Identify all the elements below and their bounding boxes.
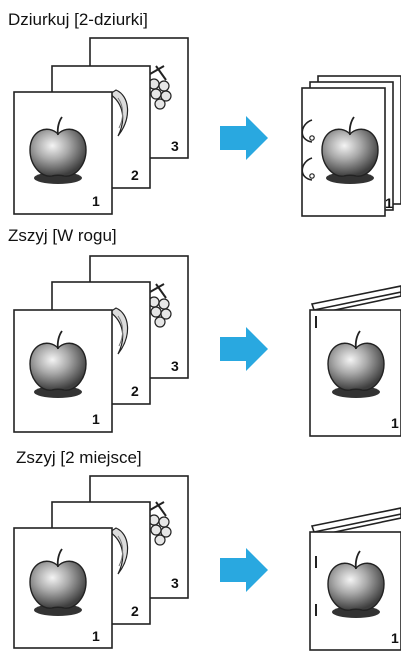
page-number-2: 2 <box>131 383 139 399</box>
page-number-1: 1 <box>92 193 100 209</box>
page-number-3: 3 <box>171 358 179 374</box>
input-stack-1: 3 2 1 <box>13 37 189 215</box>
output-set-3: 1 <box>309 507 401 651</box>
page-number-1: 1 <box>92 411 100 427</box>
output-set-2: 1 <box>309 285 401 437</box>
page-number-3: 3 <box>171 575 179 591</box>
page-number-1: 1 <box>92 628 100 644</box>
output-page-number: 1 <box>391 630 399 646</box>
arrow-right-icon <box>220 116 268 160</box>
section-title-staple-corner: Zszyj [W rogu] <box>8 226 117 245</box>
input-stack-3: 3 2 1 <box>13 475 189 649</box>
punch-hole-icon <box>301 119 315 181</box>
input-page-1: 1 <box>13 309 113 433</box>
page-number-2: 2 <box>131 167 139 183</box>
arrow-right-icon <box>220 327 268 371</box>
page-number-3: 3 <box>171 138 179 154</box>
output-page-number: 1 <box>391 415 399 431</box>
section-title-staple-2: Zszyj [2 miejsce] <box>16 448 142 467</box>
output-set-1: 1 <box>301 75 401 217</box>
arrow-right-icon <box>220 548 268 592</box>
page-number-2: 2 <box>131 603 139 619</box>
input-page-1: 1 <box>13 527 113 649</box>
input-stack-2: 3 2 1 <box>13 255 189 433</box>
section-title-punch: Dziurkuj [2-dziurki] <box>8 10 148 29</box>
input-page-1: 1 <box>13 91 113 215</box>
output-page-number: 1 <box>385 195 393 211</box>
